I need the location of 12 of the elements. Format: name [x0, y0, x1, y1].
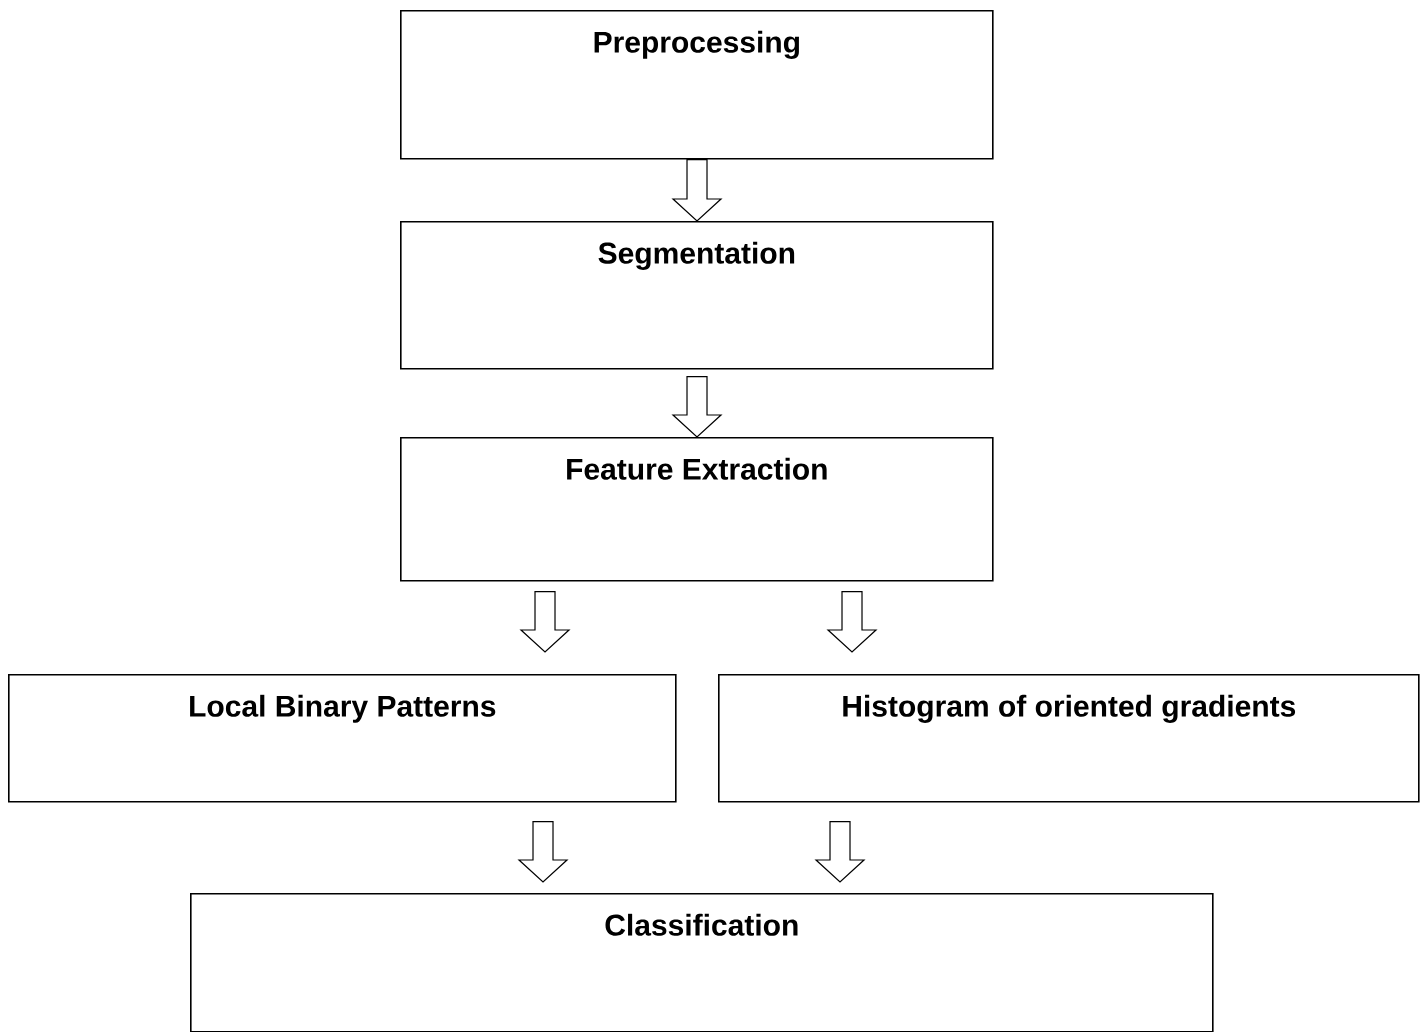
process-box: Local Binary Patterns: [8, 674, 677, 803]
process-box: Histogram of oriented gradients: [718, 674, 1420, 803]
process-box: Feature Extraction: [400, 437, 994, 582]
process-box: Segmentation: [400, 221, 994, 370]
block-arrow: [671, 159, 723, 222]
block-arrow: [826, 591, 878, 653]
process-box: Preprocessing: [400, 10, 994, 160]
process-box: Classification: [190, 893, 1214, 1032]
block-arrow: [671, 376, 723, 438]
block-arrow: [519, 591, 571, 653]
block-arrow: [517, 821, 569, 883]
block-arrow: [814, 821, 866, 883]
